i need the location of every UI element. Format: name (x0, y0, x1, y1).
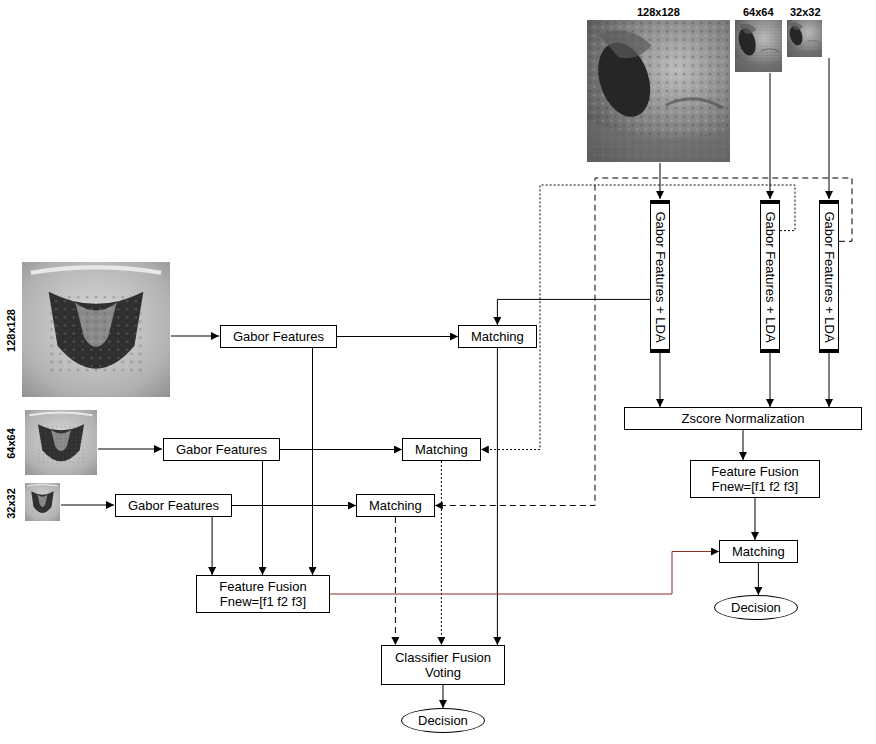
connector-arrow (337, 336, 458, 337)
size-label: 128x128 (637, 6, 680, 19)
connector-arrow (262, 461, 263, 575)
nose-image (22, 262, 170, 397)
connector-arrow (743, 430, 744, 460)
connector-arrow (829, 353, 830, 407)
input-arrow (61, 505, 114, 506)
input-arrow (660, 163, 661, 199)
process-box: Gabor Features (115, 494, 232, 517)
node-text: Gabor Features (128, 498, 219, 513)
size-label: 64x64 (5, 428, 18, 459)
feature-box: Gabor Features + LDA (760, 200, 780, 353)
feature-box: Gabor Features + LDA (650, 200, 670, 353)
node-text: Matching (415, 442, 468, 457)
connector-arrow (497, 299, 650, 325)
connector-arrow (395, 517, 396, 645)
nose-image (735, 20, 782, 72)
connector-arrow (660, 353, 661, 407)
node-text: Feature Fusion (703, 464, 807, 479)
connector-arrow (232, 505, 356, 506)
node-text: Feature Fusion (209, 579, 317, 594)
terminal-oval: Decision (714, 595, 798, 620)
node-text: Fnew=[f1 f2 f3] (703, 479, 807, 494)
connector-arrow (280, 449, 402, 450)
connector-arrow (443, 685, 444, 708)
process-box: Gabor Features (220, 325, 337, 348)
connector-arrow (212, 517, 213, 575)
input-arrow (770, 73, 771, 199)
node-text: Zscore Normalization (637, 411, 849, 426)
nose-image (25, 410, 97, 475)
input-arrow (98, 449, 162, 450)
size-label: 32x32 (5, 488, 18, 519)
size-label: 128x128 (5, 309, 18, 352)
connector-arrow (330, 552, 719, 595)
node-text: Matching (732, 544, 785, 559)
process-box: Matching (719, 540, 798, 563)
input-arrow (171, 336, 219, 337)
node-text: Decision (731, 600, 781, 615)
terminal-oval: Decision (401, 708, 485, 733)
connector-arrow (312, 348, 313, 575)
connector-arrow (441, 461, 442, 645)
nose-image (587, 20, 730, 162)
process-box: Gabor Features (163, 438, 280, 461)
node-text: Classifier Fusion Voting (388, 650, 498, 680)
nose-image (787, 20, 822, 57)
size-label: 32x32 (790, 6, 821, 19)
node-text: Gabor Features + LDA (763, 211, 778, 342)
process-box: Matching (402, 438, 481, 461)
node-text: Fnew=[f1 f2 f3] (209, 594, 317, 609)
process-box: Classifier Fusion Voting (381, 645, 505, 685)
node-text: Gabor Features (233, 329, 324, 344)
size-label: 64x64 (743, 6, 774, 19)
connector-arrow (497, 348, 498, 645)
connector-arrow (770, 353, 771, 407)
process-box: Zscore Normalization (624, 407, 862, 430)
nose-image (25, 483, 60, 521)
input-arrow (829, 58, 830, 199)
connector-arrow (755, 498, 756, 540)
node-text: Gabor Features + LDA (822, 211, 837, 342)
connector-arrow (758, 563, 759, 595)
fusion-box: Feature FusionFnew=[f1 f2 f3] (690, 460, 820, 498)
node-text: Decision (418, 713, 468, 728)
feature-box: Gabor Features + LDA (819, 200, 839, 353)
node-text: Matching (471, 329, 524, 344)
node-text: Gabor Features (176, 442, 267, 457)
process-box: Matching (458, 325, 537, 348)
node-text: Gabor Features + LDA (653, 211, 668, 342)
node-text: Matching (369, 498, 422, 513)
process-box: Matching (356, 494, 435, 517)
fusion-box: Feature FusionFnew=[f1 f2 f3] (196, 575, 330, 613)
